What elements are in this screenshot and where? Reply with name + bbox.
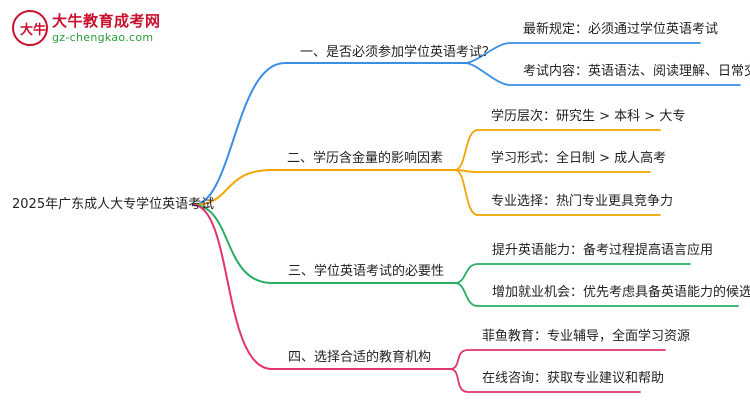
branch-2-child-3-connector xyxy=(454,169,661,216)
branch-2-child-3: 专业选择：热门专业更具竞争力 xyxy=(491,194,674,209)
branch-4-connector xyxy=(192,204,451,370)
branch-2-child-2-connector xyxy=(454,169,651,173)
branch-1-child-1: 最新规定：必须通过学位英语考试 xyxy=(523,22,719,37)
logo-title: 大牛教育成考网 xyxy=(52,12,161,30)
branch-1-child-1-connector xyxy=(464,42,701,64)
branch-4-child-2: 在线咨询：获取专业建议和帮助 xyxy=(482,371,665,386)
branch-3-child-1-connector xyxy=(454,263,691,284)
branch-1-label: 一、是否必须参加学位英语考试？ xyxy=(300,45,496,60)
branch-3-label: 三、学位英语考试的必要性 xyxy=(288,264,445,279)
branch-2-connector xyxy=(192,169,456,206)
site-logo: 大牛 大牛教育成考网 gz-chengkao.com xyxy=(8,6,168,52)
branch-1-child-2-connector xyxy=(464,62,741,86)
branch-3-child-1: 提升英语能力：备考过程提高语言应用 xyxy=(492,243,714,258)
branch-2-label: 二、学历含金量的影响因素 xyxy=(287,151,444,166)
branch-3-child-2: 增加就业机会：优先考虑具备英语能力的候选人 xyxy=(492,285,750,300)
branch-2-child-1-connector xyxy=(454,129,661,171)
logo-url: gz-chengkao.com xyxy=(52,31,154,44)
logo-badge-icon: 大牛 xyxy=(12,10,48,46)
branch-4-child-1-connector xyxy=(449,349,666,370)
branch-1-connector xyxy=(192,62,466,206)
branch-4-child-1: 菲鱼教育：专业辅导，全面学习资源 xyxy=(482,329,691,344)
branch-2-child-1: 学历层次：研究生 > 本科 > 大专 xyxy=(491,109,686,124)
branch-2-child-2: 学习形式：全日制 > 成人高考 xyxy=(491,151,667,166)
branch-4-child-2-connector xyxy=(449,368,641,393)
root-topic: 2025年广东成人大专学位英语考试 xyxy=(12,197,215,212)
branch-4-label: 四、选择合适的教育机构 xyxy=(288,350,432,365)
branch-3-child-2-connector xyxy=(454,282,739,307)
branch-3-connector xyxy=(192,204,456,284)
branch-1-child-2: 考试内容：英语语法、阅读理解、日常交流 xyxy=(523,64,750,79)
